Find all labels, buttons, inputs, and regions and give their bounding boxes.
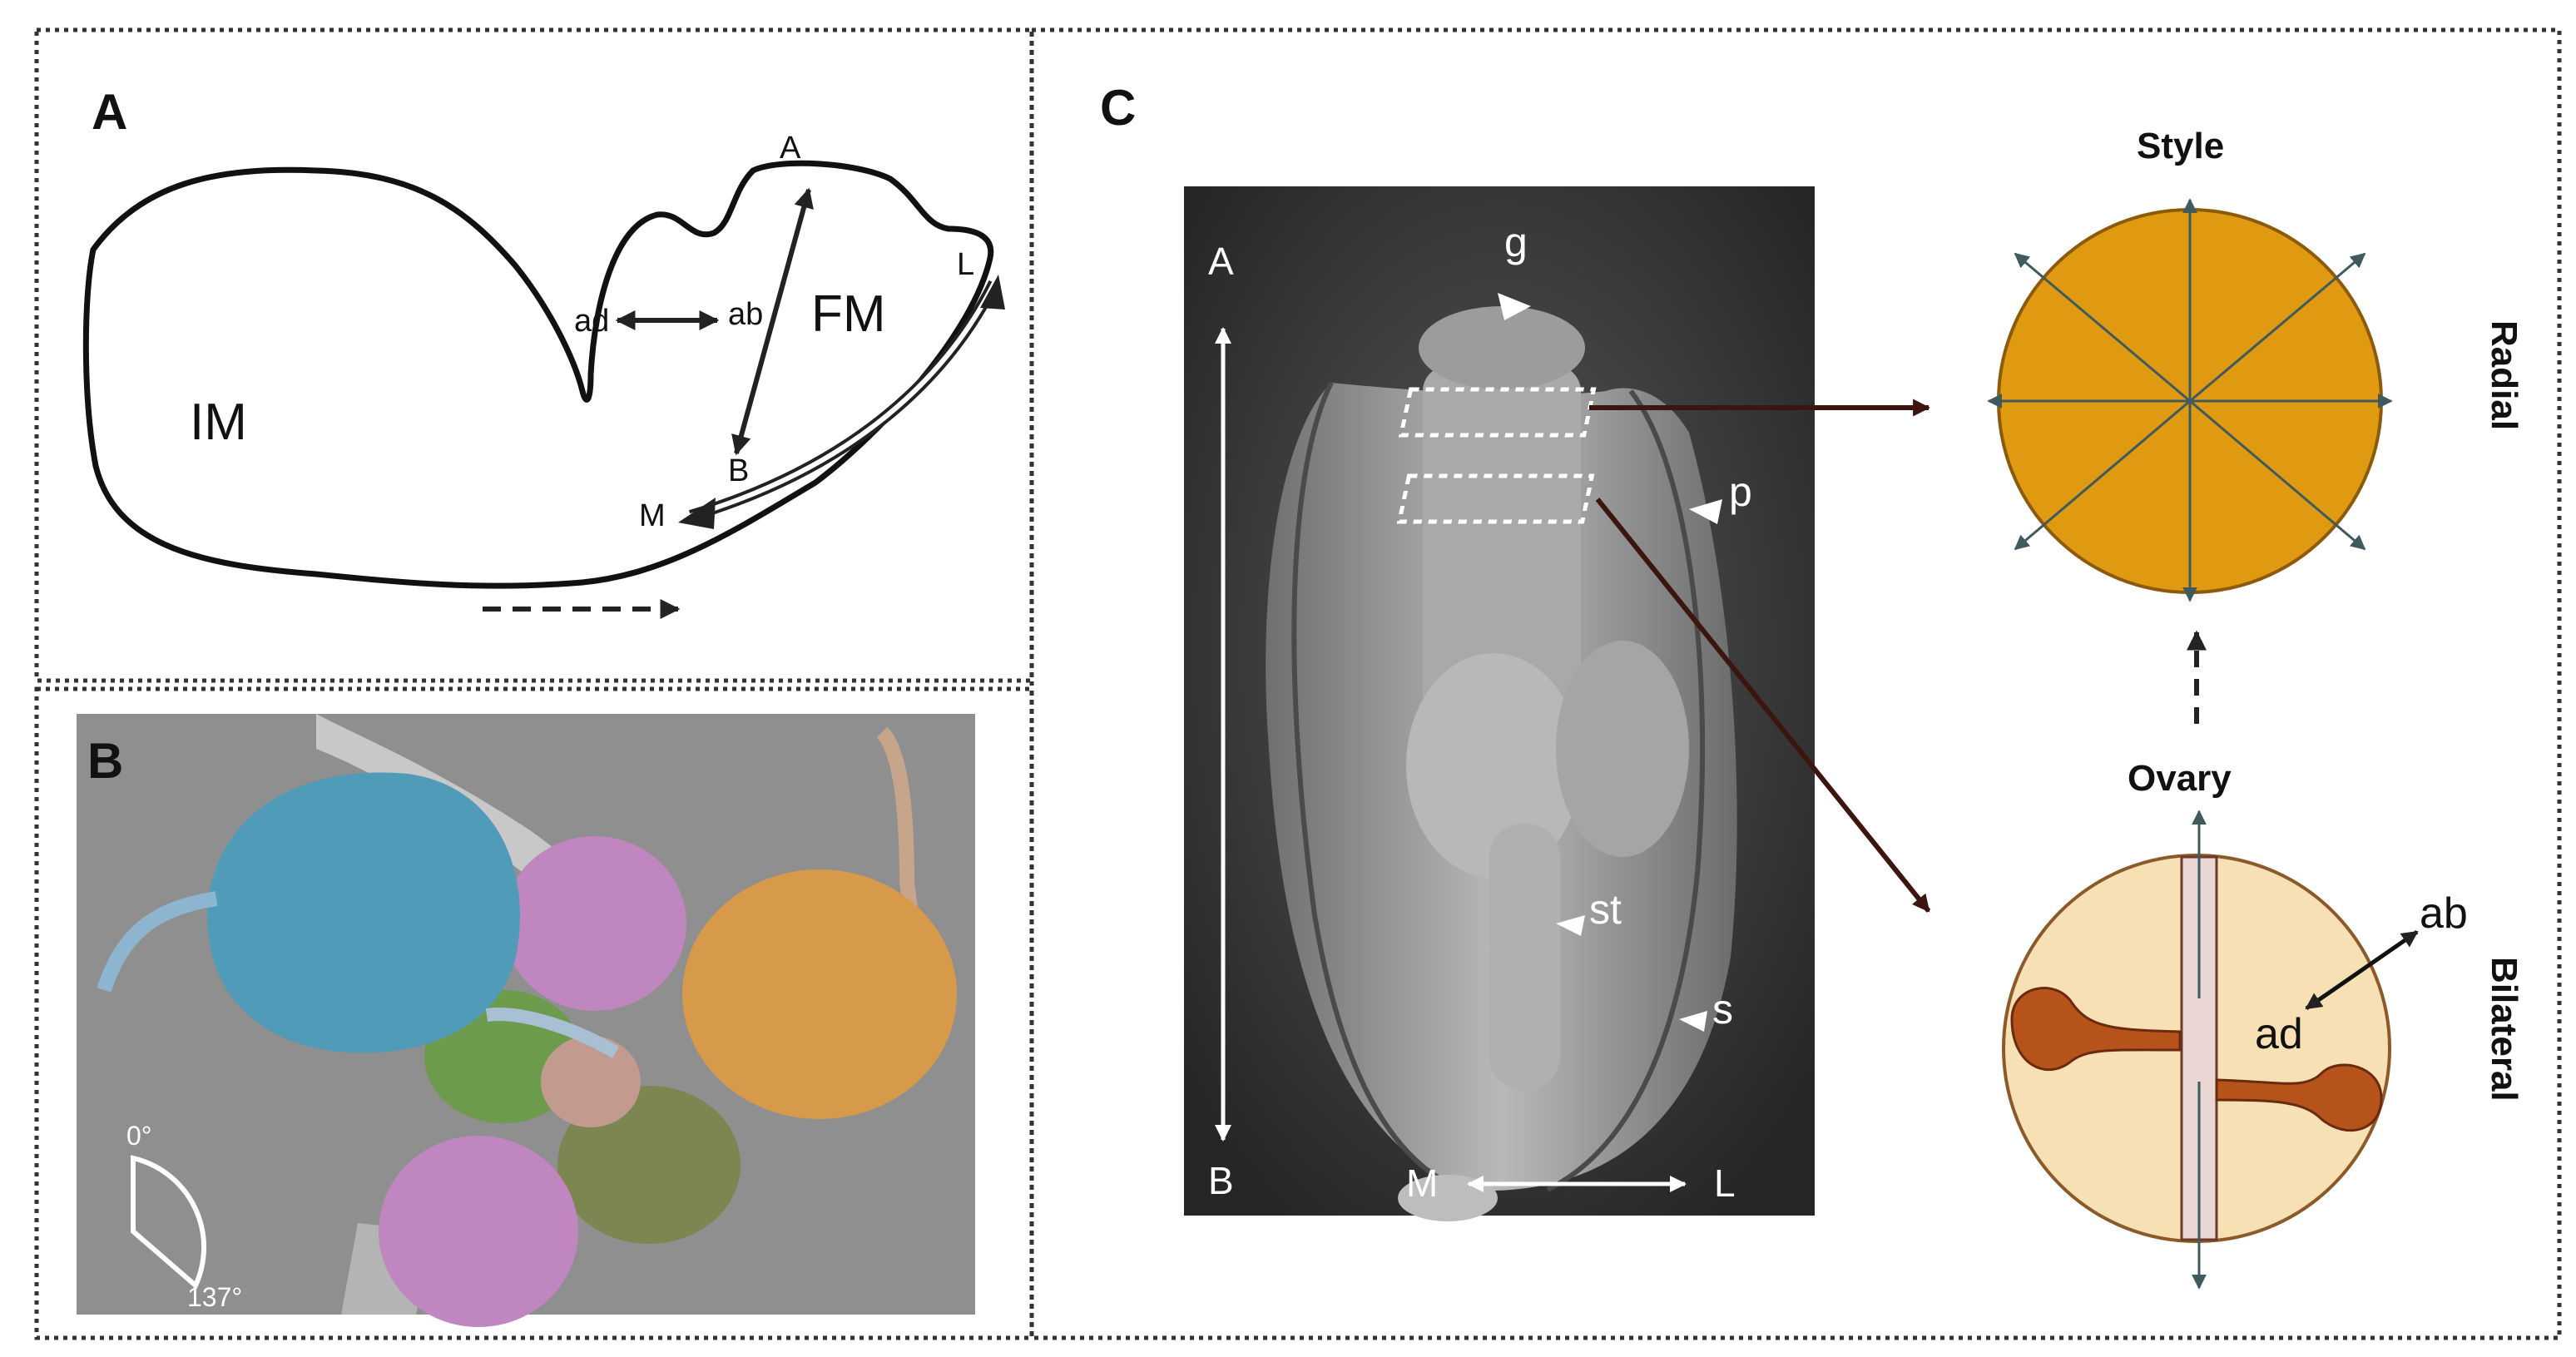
adaxial-abaxial-ovary-arrow (2305, 929, 2419, 1011)
stamen-label: st (1589, 886, 1622, 933)
stamen-right (1556, 641, 1689, 857)
style-title: Style (2137, 126, 2224, 166)
radial-axis-diag-sw (2014, 399, 2191, 551)
radial-axis-diag-se (2189, 399, 2366, 551)
panel-a: A IM FM A B ad ab L M (82, 84, 1005, 619)
medial-lateral-arrow-inner (690, 281, 997, 518)
petal-label: p (1729, 468, 1752, 515)
filament-right (876, 726, 923, 950)
bilateral-label: Bilateral (2484, 957, 2524, 1102)
stigma (1419, 306, 1585, 389)
panel-a-letter: A (92, 84, 127, 140)
panel-c: C A B g p st s M L Style (1100, 80, 2524, 1290)
sepal-label: s (1712, 986, 1733, 1033)
petal-pointer (1689, 499, 1722, 524)
style-cross-section (1987, 198, 2393, 602)
sepal-outline-right (1546, 389, 1706, 1192)
pink-bud-top (503, 836, 686, 1011)
angle-end-label: 137° (187, 1282, 242, 1312)
phyllotaxis-angle-icon (131, 1155, 206, 1290)
sepal-pointer (1679, 1011, 1707, 1032)
apical-basal-arrow (731, 187, 814, 456)
ovary-adaxial-label: ad (2255, 1010, 2303, 1058)
panel-b-letter: B (87, 733, 123, 789)
ovary-section-outline (1396, 473, 1595, 524)
ovary-title: Ovary (2128, 758, 2232, 799)
radial-label: Radial (2484, 320, 2524, 430)
lateral-label: L (957, 247, 974, 282)
ovary-cross-section (2002, 810, 2391, 1290)
blue-bud (207, 772, 520, 1053)
basal-label: B (728, 453, 749, 488)
medial-arrowhead (678, 498, 716, 529)
im-label: IM (190, 394, 247, 451)
panel-c-frame (1029, 27, 2562, 1340)
pink-bud-bottom (379, 1136, 578, 1327)
panel-b: 0° 137° B (77, 714, 975, 1327)
sem-apical-label: A (1208, 240, 1234, 283)
angle-start-label: 0° (126, 1121, 152, 1151)
meristem-outline (82, 160, 994, 589)
sem-lateral-label: L (1714, 1161, 1736, 1205)
medial-label: M (639, 498, 666, 533)
blue-bud-filament (97, 891, 218, 993)
ovary-abaxial-label: ab (2420, 889, 2468, 938)
panel-c-letter: C (1100, 80, 1136, 136)
abaxial-label: ab (728, 297, 763, 332)
blue-bud-filament-2 (485, 1008, 620, 1058)
sem-medial-label: M (1406, 1161, 1438, 1205)
radial-axis-diag-ne (2189, 252, 2366, 403)
pistil (1423, 366, 1581, 724)
gynoecium-pointer (1498, 293, 1531, 320)
orange-bud (682, 869, 957, 1119)
adaxial-label: ad (574, 304, 609, 339)
radial-axis-diag-nw (2014, 252, 2191, 403)
lateral-arrowhead (980, 275, 1005, 310)
radial-symmetry-axes (1987, 198, 2393, 602)
ovule-right (2215, 1063, 2383, 1132)
style-section-outline (1398, 387, 1597, 438)
sepal-outline-left (1291, 381, 1465, 1192)
gynoecium-label: g (1504, 219, 1528, 265)
ovary-connector-arrow (1595, 498, 1931, 913)
sem-basal-label: B (1208, 1159, 1234, 1202)
apical-label: A (780, 131, 801, 166)
center-bud (541, 1036, 641, 1127)
fm-label: FM (811, 285, 886, 343)
stamen-pointer (1556, 915, 1585, 936)
stamen-filament (1489, 824, 1560, 1090)
ovule-left (2010, 987, 2182, 1071)
stamen-left (1406, 653, 1581, 878)
